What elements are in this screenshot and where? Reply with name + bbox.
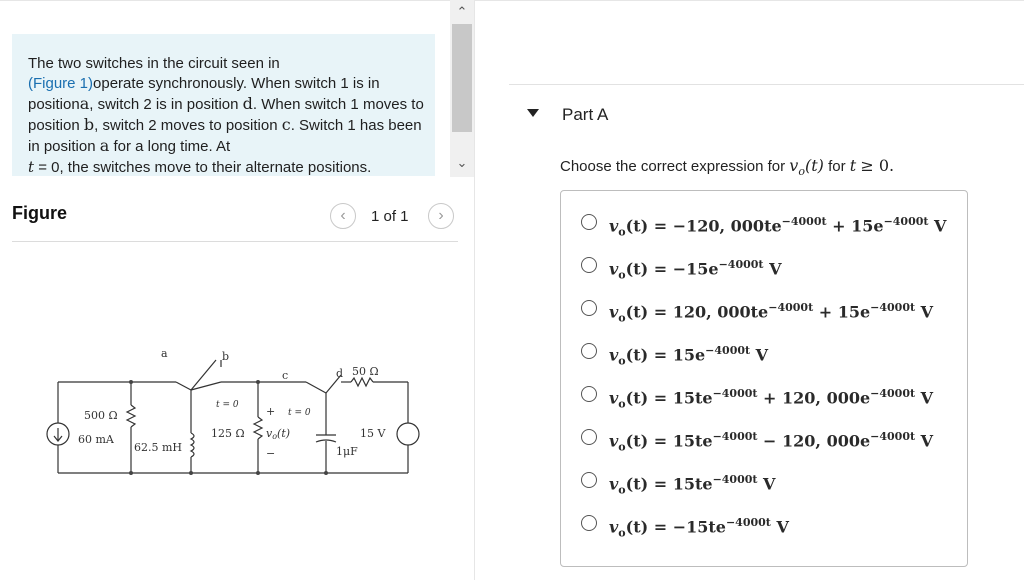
answer-option-text: vo(t) = 120, 000te−4000t + 15e−4000t V bbox=[609, 301, 934, 325]
question-prefix: Choose the correct expression for bbox=[560, 158, 786, 175]
intro-text-6: . Switch 1 has been in position bbox=[28, 117, 422, 155]
position-c: c bbox=[281, 115, 291, 134]
answer-options: vo(t) = −120, 000te−4000t + 15e−4000t V v… bbox=[560, 190, 968, 567]
answer-option-2[interactable]: vo(t) = −15e−4000t V bbox=[581, 252, 961, 282]
radio-button[interactable] bbox=[581, 386, 597, 402]
answer-option-text: vo(t) = 15te−4000t V bbox=[609, 473, 776, 497]
scroll-up-arrow-icon[interactable]: ⌃ bbox=[456, 4, 468, 19]
top-border bbox=[0, 0, 1024, 1]
label-node-c: c bbox=[282, 369, 288, 382]
answer-option-1[interactable]: vo(t) = −120, 000te−4000t + 15e−4000t V bbox=[581, 209, 961, 239]
part-divider bbox=[509, 84, 1024, 85]
problem-pane: The two switches in the circuit seen in … bbox=[0, 0, 458, 580]
problem-intro: The two switches in the circuit seen in … bbox=[12, 34, 435, 176]
answer-option-8[interactable]: vo(t) = −15te−4000t V bbox=[581, 510, 961, 540]
chevron-right-icon: › bbox=[438, 207, 444, 224]
label-50-ohm: 50 Ω bbox=[352, 365, 379, 378]
pane-divider bbox=[474, 0, 475, 580]
radio-button[interactable] bbox=[581, 472, 597, 488]
intro-text-2: operate synchronously. When switch 1 is … bbox=[28, 75, 380, 113]
position-d: d bbox=[242, 94, 253, 113]
label-vo: vo(t) bbox=[266, 427, 290, 441]
figure-title: Figure bbox=[12, 203, 68, 223]
intro-text-4: . When switch 1 moves to position bbox=[28, 96, 424, 134]
label-minus: − bbox=[266, 447, 275, 460]
answer-option-5[interactable]: vo(t) = 15te−4000t + 120, 000e−4000t V bbox=[581, 381, 961, 411]
question-text: Choose the correct expression for vo(t) … bbox=[560, 156, 894, 178]
next-figure-button[interactable]: › bbox=[428, 203, 454, 229]
label-125-ohm: 125 Ω bbox=[211, 427, 245, 440]
figure-link[interactable]: (Figure 1) bbox=[28, 75, 94, 92]
label-60-ma: 60 mA bbox=[78, 433, 115, 446]
scroll-thumb[interactable] bbox=[452, 24, 472, 132]
question-post: ≥ 0. bbox=[860, 156, 895, 175]
radio-button[interactable] bbox=[581, 343, 597, 359]
label-500-ohm: 500 Ω bbox=[84, 409, 118, 422]
figure-page-indicator: 1 of 1 bbox=[371, 208, 409, 225]
figure-header: Figure ‹ 1 of 1 › bbox=[12, 203, 458, 242]
answer-option-text: vo(t) = 15te−4000t − 120, 000e−4000t V bbox=[609, 430, 934, 454]
answer-option-3[interactable]: vo(t) = 120, 000te−4000t + 15e−4000t V bbox=[581, 295, 961, 325]
position-b: b bbox=[83, 115, 95, 134]
chevron-left-icon: ‹ bbox=[340, 207, 346, 224]
answer-option-text: vo(t) = −120, 000te−4000t + 15e−4000t V bbox=[609, 215, 947, 239]
label-15v: 15 V bbox=[360, 427, 386, 440]
intro-text-5: , switch 2 moves to position bbox=[94, 117, 278, 134]
intro-text-1: The two switches in the circuit seen in bbox=[28, 55, 280, 72]
answer-option-7[interactable]: vo(t) = 15te−4000t V bbox=[581, 467, 961, 497]
collapse-triangle-icon[interactable] bbox=[527, 109, 539, 117]
label-node-b: b bbox=[222, 350, 229, 363]
answer-option-text: vo(t) = 15te−4000t + 120, 000e−4000t V bbox=[609, 387, 934, 411]
previous-figure-button[interactable]: ‹ bbox=[330, 203, 356, 229]
radio-button[interactable] bbox=[581, 515, 597, 531]
question-var: t bbox=[849, 156, 857, 175]
label-62-5-mh: 62.5 mH bbox=[134, 441, 182, 454]
radio-button[interactable] bbox=[581, 429, 597, 445]
answer-option-text: vo(t) = −15te−4000t V bbox=[609, 516, 789, 540]
position-a-2: a bbox=[99, 136, 110, 155]
label-t0-switch1: t = 0 bbox=[216, 400, 239, 410]
part-title[interactable]: Part A bbox=[562, 105, 609, 124]
intro-text-7: for a long time. At bbox=[113, 138, 231, 155]
question-vo: vo(t) bbox=[789, 156, 824, 179]
scroll-down-arrow-icon[interactable]: ⌄ bbox=[456, 155, 468, 170]
radio-button[interactable] bbox=[581, 214, 597, 230]
label-1uf: 1μF bbox=[336, 445, 358, 458]
question-mid: for bbox=[828, 158, 846, 175]
answer-option-text: vo(t) = 15e−4000t V bbox=[609, 344, 769, 368]
label-node-a: a bbox=[161, 347, 168, 360]
answer-option-6[interactable]: vo(t) = 15te−4000t − 120, 000e−4000t V bbox=[581, 424, 961, 454]
time-variable: t bbox=[28, 158, 35, 176]
intro-text-3: , switch 2 is in position bbox=[89, 96, 239, 113]
label-t0-switch2: t = 0 bbox=[288, 408, 311, 418]
label-node-d: d bbox=[336, 367, 343, 380]
label-plus: + bbox=[266, 405, 275, 418]
intro-text-8: = 0, the switches move to their alternat… bbox=[38, 159, 372, 176]
radio-button[interactable] bbox=[581, 300, 597, 316]
answer-option-4[interactable]: vo(t) = 15e−4000t V bbox=[581, 338, 961, 368]
radio-button[interactable] bbox=[581, 257, 597, 273]
answer-option-text: vo(t) = −15e−4000t V bbox=[609, 258, 782, 282]
circuit-diagram: 500 Ω 60 mA 62.5 mH 125 Ω + − vo(t) t = … bbox=[46, 347, 420, 475]
position-a: a bbox=[79, 94, 90, 113]
problem-scrollbar[interactable]: ⌃ ⌄ bbox=[450, 0, 474, 177]
problem-text: The two switches in the circuit seen in … bbox=[28, 54, 428, 178]
